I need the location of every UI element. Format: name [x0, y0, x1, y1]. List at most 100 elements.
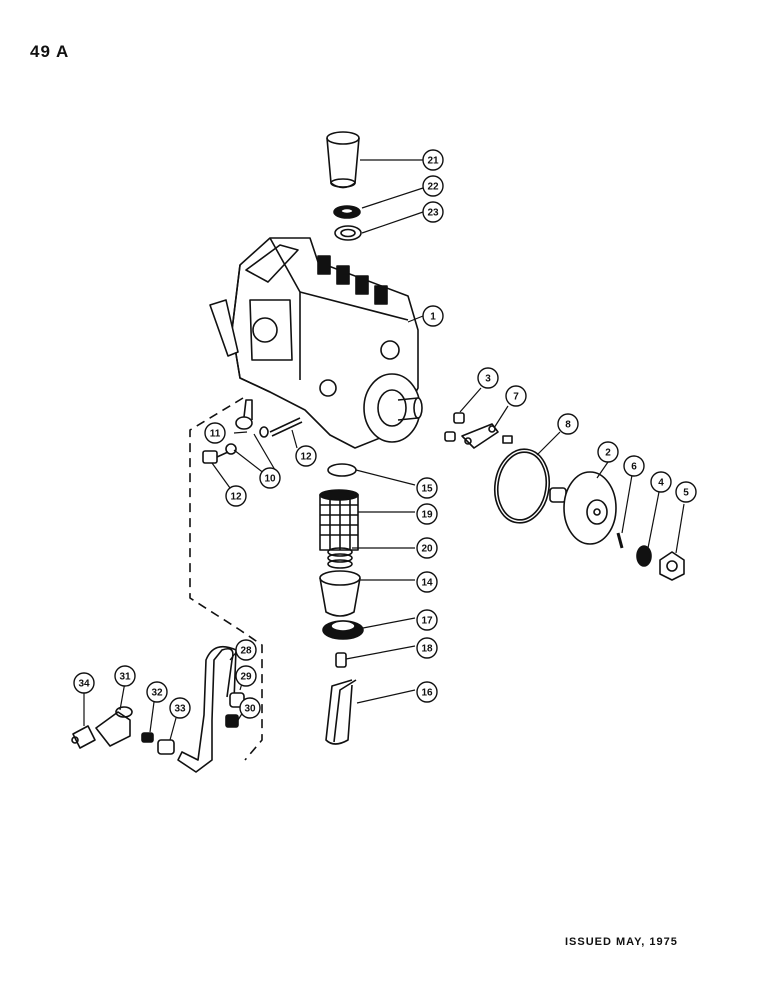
callout-11: 11: [204, 422, 226, 444]
banjo-bolt-part: [202, 450, 229, 464]
callout-12: 12: [295, 445, 317, 467]
callout-circle: [73, 672, 95, 694]
callout-label: 12: [300, 452, 312, 463]
callout-1: 1: [422, 305, 444, 327]
callout-33: 33: [169, 697, 191, 719]
callout-circle: [204, 422, 226, 444]
callout-label: 19: [421, 510, 433, 521]
grommet-part: [333, 205, 361, 219]
callout-label: 18: [421, 644, 433, 655]
callout-32: 32: [146, 681, 168, 703]
issue-date: ISSUED MAY, 1975: [565, 936, 678, 948]
callout-label: 4: [658, 478, 664, 489]
callout-label: 28: [240, 646, 252, 657]
bushing-part: [444, 412, 465, 442]
callout-label: 31: [119, 672, 131, 683]
callout-17: 17: [416, 609, 438, 631]
nut-part: [659, 551, 685, 581]
callout-20: 20: [416, 537, 438, 559]
callout-circle: [416, 537, 438, 559]
callout-circle: [422, 305, 444, 327]
o-ring-part: [493, 448, 551, 524]
washer-part: [259, 426, 269, 438]
banjo-fitting-part: [235, 399, 253, 430]
callout-circle: [146, 681, 168, 703]
callout-circle: [597, 441, 619, 463]
callout-label: 34: [78, 679, 90, 690]
connector-part: [71, 725, 96, 749]
spring-part: [327, 547, 353, 569]
callout-label: 22: [427, 182, 439, 193]
filter-element-part: [319, 489, 359, 551]
hub-bushing-part: [549, 487, 567, 503]
callout-circle: [114, 665, 136, 687]
callout-label: 5: [683, 488, 689, 499]
callout-label: 30: [244, 704, 256, 715]
callout-5: 5: [675, 481, 697, 503]
callout-circle: [422, 175, 444, 197]
callout-31: 31: [114, 665, 136, 687]
callout-circle: [650, 471, 672, 493]
sleeve-part: [225, 714, 239, 728]
callout-circle: [416, 571, 438, 593]
callout-16: 16: [416, 681, 438, 703]
fuel-line-dashed: [189, 397, 263, 761]
callout-22: 22: [422, 175, 444, 197]
callout-label: 21: [427, 156, 439, 167]
bowl-nut-part: [322, 620, 364, 640]
callout-label: 12: [230, 492, 242, 503]
callout-circle: [416, 609, 438, 631]
callout-circle: [235, 639, 257, 661]
lock-washer-part: [636, 545, 652, 567]
retaining-clip-part: [325, 679, 357, 745]
callout-4: 4: [650, 471, 672, 493]
callout-circle: [416, 681, 438, 703]
callout-circle: [259, 467, 281, 489]
callout-21: 21: [422, 149, 444, 171]
callout-circle: [416, 503, 438, 525]
callout-label: 16: [421, 688, 433, 699]
page-number: 49 A: [30, 42, 70, 61]
callout-29: 29: [235, 665, 257, 687]
callout-14: 14: [416, 571, 438, 593]
drive-plate-part: [563, 471, 617, 545]
callout-circle: [416, 637, 438, 659]
callout-label: 32: [151, 688, 163, 699]
nut-part: [157, 739, 175, 755]
injection-pump-part: [209, 237, 423, 449]
callout-15: 15: [416, 477, 438, 499]
callout-label: 33: [174, 704, 186, 715]
callout-8: 8: [557, 413, 579, 435]
callout-circle: [235, 665, 257, 687]
callout-circle: [422, 149, 444, 171]
callout-circle: [422, 201, 444, 223]
callout-23: 23: [422, 201, 444, 223]
callout-label: 17: [421, 616, 433, 627]
key-part: [616, 532, 624, 549]
elbow-fitting-part: [95, 706, 133, 747]
callout-label: 10: [264, 474, 276, 485]
callout-18: 18: [416, 637, 438, 659]
callout-label: 6: [631, 462, 637, 473]
stud-part: [269, 417, 303, 437]
washer-part: [334, 225, 362, 241]
callout-3: 3: [477, 367, 499, 389]
callout-label: 29: [240, 672, 252, 683]
callout-label: 23: [427, 208, 439, 219]
callout-7: 7: [505, 385, 527, 407]
callout-circle: [505, 385, 527, 407]
callout-30: 30: [239, 697, 261, 719]
callout-circle: [416, 477, 438, 499]
callout-label: 11: [210, 429, 221, 440]
callout-34: 34: [73, 672, 95, 694]
leak-off-pipe-part: [177, 645, 237, 773]
callout-label: 7: [513, 392, 519, 403]
sleeve-part: [141, 732, 154, 743]
callout-12: 12: [225, 485, 247, 507]
callout-circle: [623, 455, 645, 477]
drain-plug-part: [335, 652, 347, 668]
callout-19: 19: [416, 503, 438, 525]
callout-circle: [169, 697, 191, 719]
filter-cap-part: [326, 131, 360, 189]
